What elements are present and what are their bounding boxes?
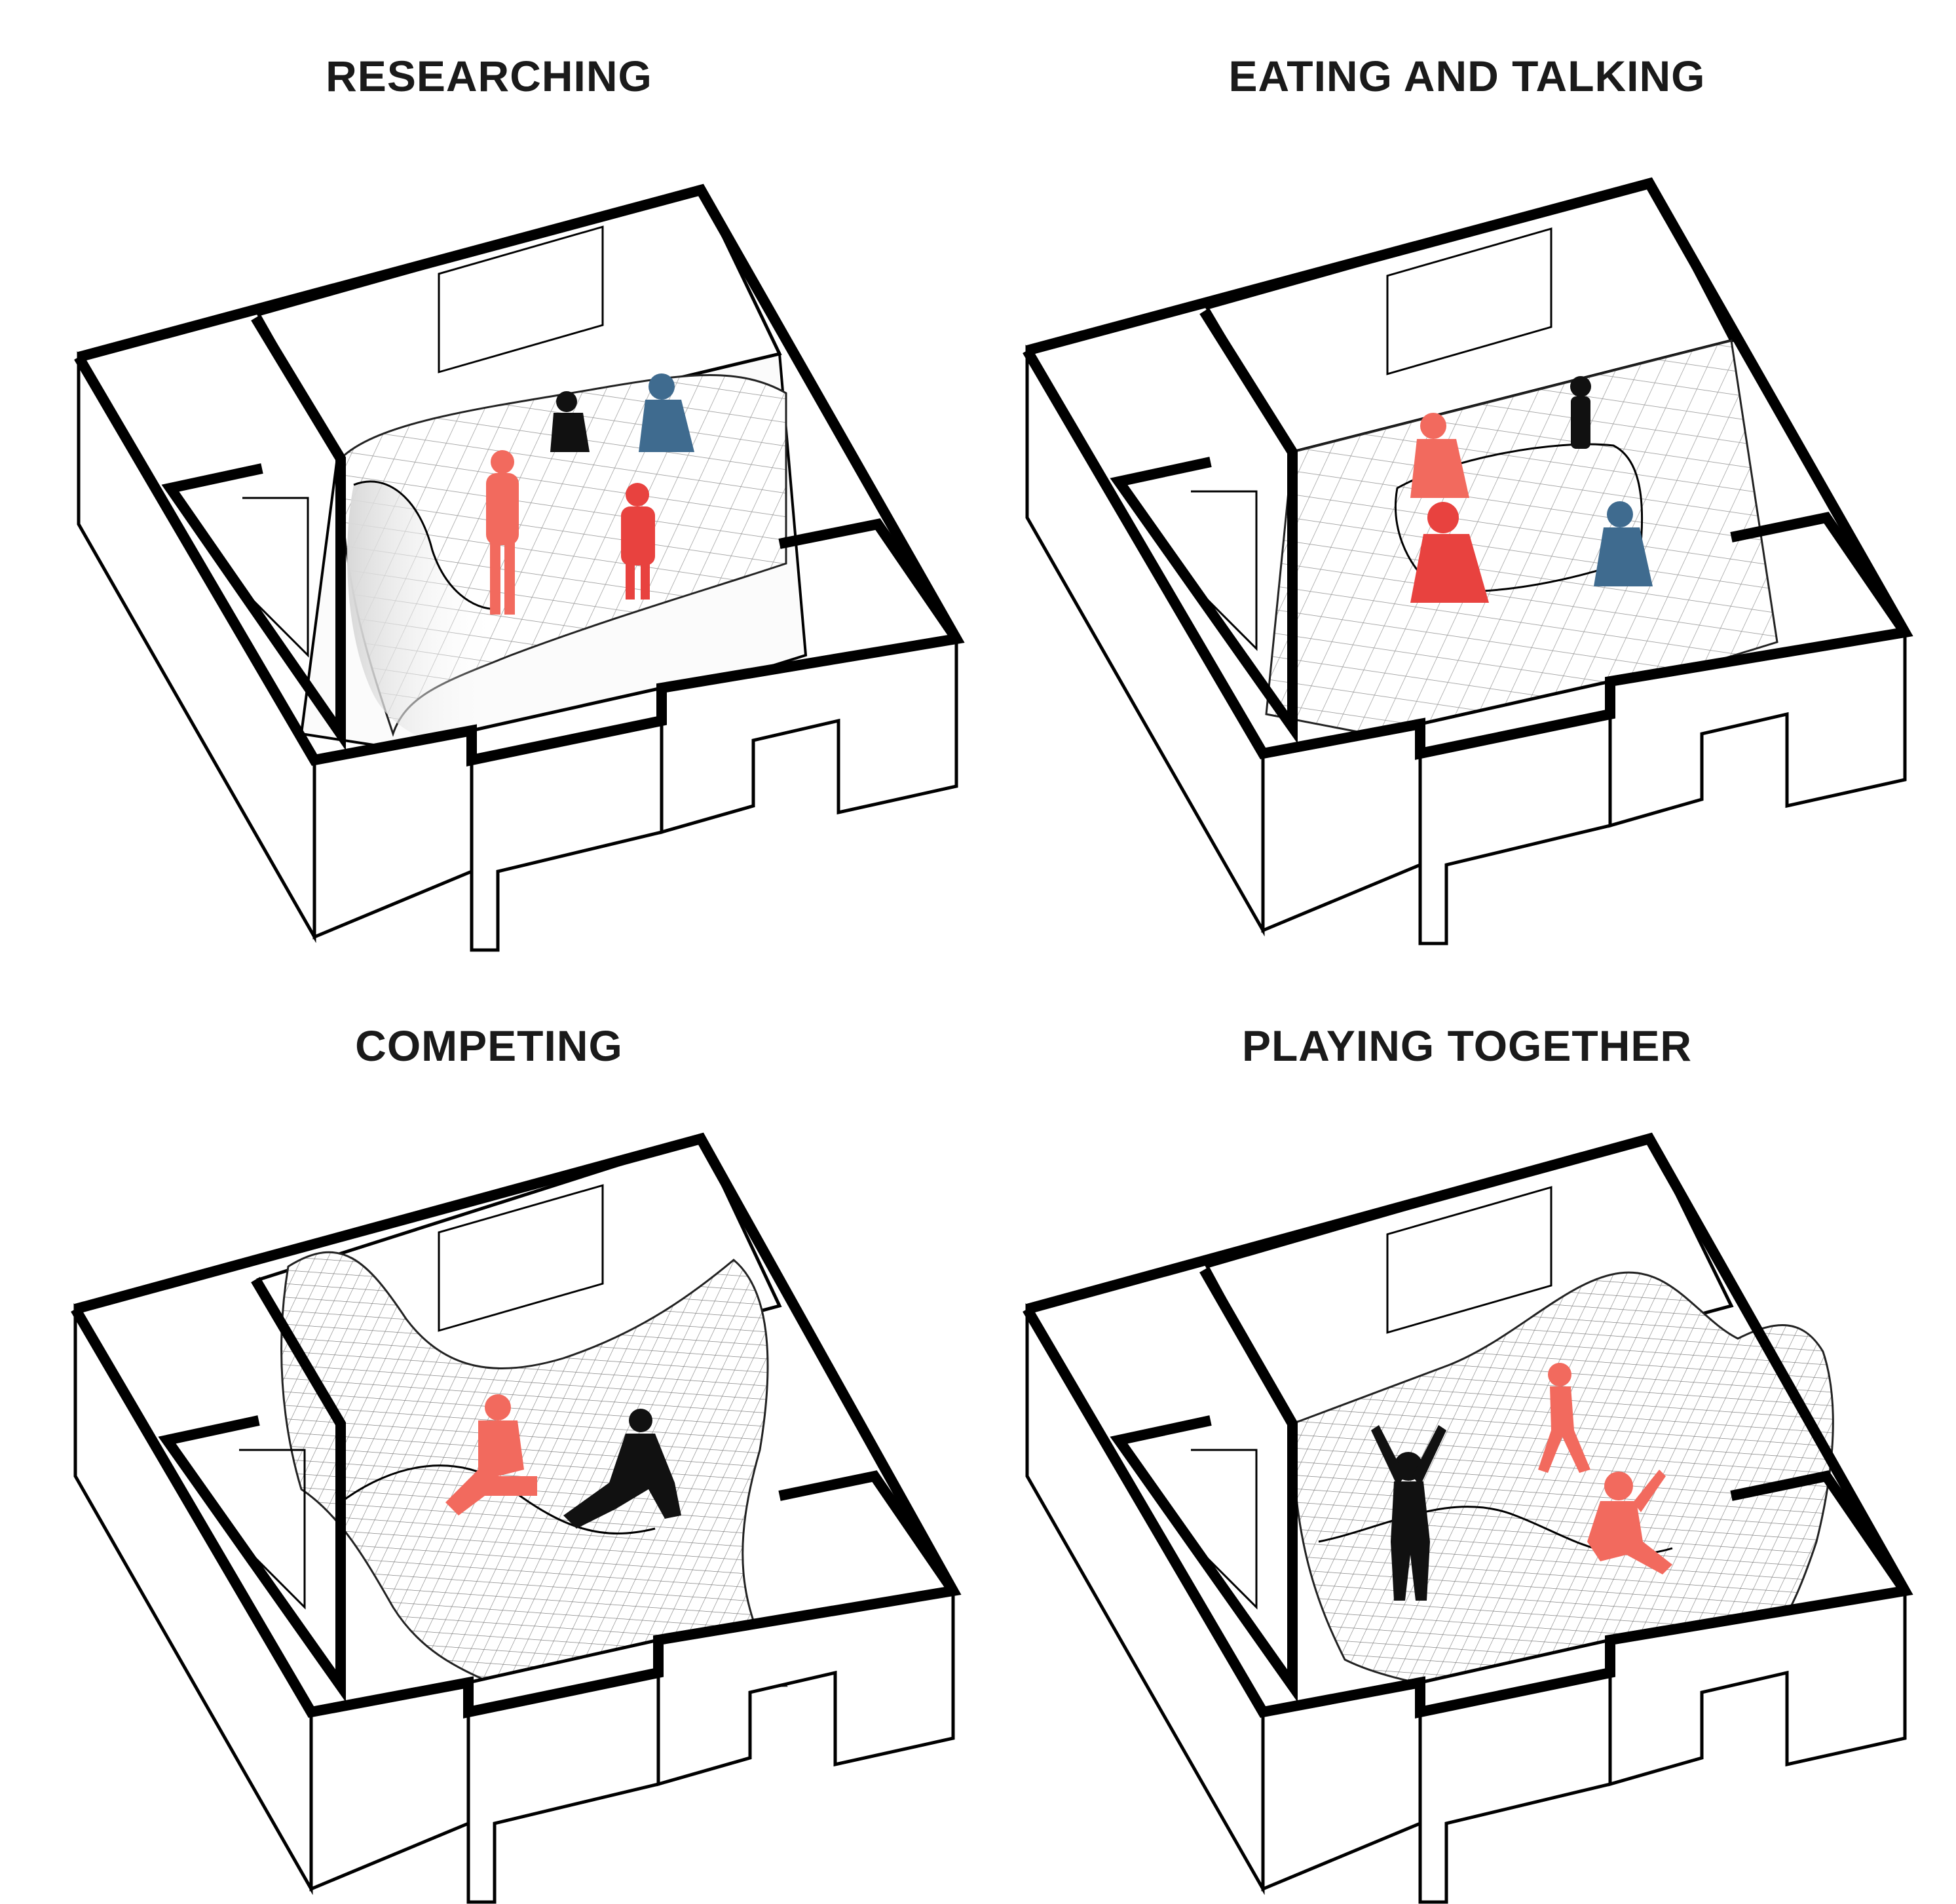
front-wall-left <box>1261 721 1422 933</box>
figure-seated-black <box>550 391 590 452</box>
front-wall-left <box>312 728 474 940</box>
front-wall-right <box>656 1589 955 1787</box>
partition-wall <box>1110 308 1298 744</box>
side-closet <box>778 1470 958 1594</box>
figure-standing-woman <box>486 450 519 615</box>
room-axonometric <box>74 183 965 952</box>
room-axonometric <box>71 1132 962 1904</box>
figure-leaping-salmon <box>1587 1470 1672 1574</box>
window <box>1386 227 1552 375</box>
figure-seated-red <box>1410 502 1489 603</box>
figure-kneeling-salmon <box>445 1394 537 1515</box>
window <box>438 1184 604 1332</box>
panel-title: COMPETING <box>355 1021 623 1070</box>
figure-seated-salmon <box>1410 413 1469 498</box>
figure-child-standing <box>621 483 655 600</box>
window <box>438 225 604 373</box>
mesh-curl-edge <box>353 480 498 611</box>
room-axonometric <box>1023 177 1913 945</box>
window <box>1386 1186 1552 1334</box>
wall-rim <box>74 183 965 767</box>
panel-researching: RESEARCHING <box>0 0 978 952</box>
front-wall-left <box>309 1680 470 1892</box>
figure-seated-blue <box>1594 501 1653 586</box>
mesh-wave-surface <box>1291 1271 1834 1700</box>
wall-rim <box>71 1132 962 1719</box>
front-wall-right <box>1608 1589 1907 1787</box>
figure-running-salmon <box>1538 1363 1590 1473</box>
panel-title: RESEARCHING <box>326 52 652 100</box>
side-closet <box>1730 512 1909 636</box>
wall-rim <box>1023 1132 1913 1719</box>
door-frame <box>238 1449 306 1610</box>
partition-wall <box>1110 1267 1298 1703</box>
partition-wall <box>161 314 346 751</box>
figure-seated-blue <box>639 373 694 452</box>
side-closet <box>778 518 961 642</box>
panel-competing: COMPETING <box>0 952 978 1904</box>
mesh-wave-surface <box>280 1251 788 1694</box>
panel-title: EATING AND TALKING <box>1228 52 1706 100</box>
figure-jumping-black <box>1371 1425 1446 1601</box>
figure-standing-black <box>1570 376 1591 449</box>
door-frame <box>241 497 309 658</box>
partition-wall <box>158 1276 346 1703</box>
panel-title: PLAYING TOGETHER <box>1241 1021 1693 1070</box>
front-wall-left <box>1261 1680 1422 1892</box>
side-closet <box>1730 1470 1909 1594</box>
door-frame <box>1190 1449 1258 1610</box>
panel-playing-together: PLAYING TOGETHER <box>978 952 1956 1904</box>
front-wall-right <box>1608 630 1907 828</box>
door-frame <box>1190 490 1258 651</box>
figure-lunging-black <box>563 1409 681 1529</box>
wall-rim <box>1023 177 1913 760</box>
front-wall-right <box>660 637 958 835</box>
room-axonometric <box>1023 1132 1913 1904</box>
mesh-curl <box>347 481 498 753</box>
panel-eating-and-talking: EATING AND TALKING <box>978 0 1956 952</box>
